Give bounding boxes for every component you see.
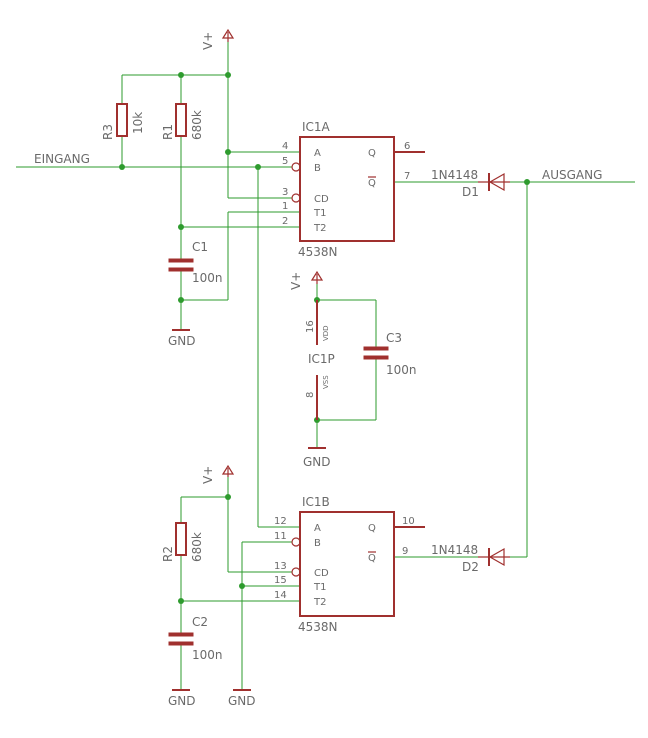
svg-text:B: B — [314, 163, 321, 174]
gnd-symbol-ic1b: GND — [228, 689, 256, 708]
svg-text:12: 12 — [274, 516, 287, 527]
net-label-input: EINGANG — [34, 152, 90, 166]
svg-text:C2: C2 — [192, 615, 208, 629]
svg-text:9: 9 — [402, 546, 408, 557]
resistor-r3: R3 10k — [101, 103, 145, 140]
capacitor-c2: C2 100n — [168, 615, 223, 662]
svg-text:100n: 100n — [386, 363, 417, 377]
gnd-symbol-ic1p: GND — [303, 447, 331, 469]
svg-text:R3: R3 — [101, 124, 115, 140]
wires — [16, 42, 635, 690]
svg-text:15: 15 — [274, 575, 287, 586]
svg-text:D2: D2 — [462, 560, 479, 574]
svg-text:Q: Q — [368, 148, 376, 159]
svg-text:Q: Q — [368, 553, 376, 564]
svg-text:7: 7 — [404, 171, 410, 182]
svg-text:V+: V+ — [201, 32, 215, 50]
ic1p: IC1P 16 VDD 8 VSS — [305, 300, 335, 420]
svg-text:13: 13 — [274, 561, 287, 572]
svg-text:16: 16 — [305, 320, 316, 333]
svg-text:R1: R1 — [161, 124, 175, 140]
svg-text:100n: 100n — [192, 271, 223, 285]
svg-text:CD: CD — [314, 194, 329, 205]
svg-text:GND: GND — [168, 334, 196, 348]
svg-text:V+: V+ — [289, 272, 303, 290]
svg-text:VDD: VDD — [322, 325, 330, 341]
svg-text:680k: 680k — [190, 110, 204, 140]
svg-text:100n: 100n — [192, 648, 223, 662]
ic1a: IC1A 4538N A B CD T1 T2 4 5 3 1 2 Q Q 6 … — [282, 120, 425, 259]
net-label-output: AUSGANG — [542, 168, 602, 182]
svg-text:GND: GND — [303, 455, 331, 469]
svg-text:R2: R2 — [161, 546, 175, 562]
svg-text:D1: D1 — [462, 185, 479, 199]
svg-text:6: 6 — [404, 141, 410, 152]
svg-text:4: 4 — [282, 141, 288, 152]
svg-text:VSS: VSS — [322, 375, 330, 389]
svg-text:10: 10 — [402, 516, 415, 527]
svg-text:CD: CD — [314, 568, 329, 579]
svg-text:14: 14 — [274, 590, 287, 601]
svg-text:4538N: 4538N — [298, 245, 338, 259]
vplus-symbol-ic1b: V+ — [201, 464, 235, 484]
svg-text:Q: Q — [368, 178, 376, 189]
svg-text:3: 3 — [282, 187, 288, 198]
svg-text:IC1B: IC1B — [302, 495, 330, 509]
svg-text:680k: 680k — [190, 532, 204, 562]
svg-text:T1: T1 — [313, 582, 326, 593]
diode-d2: 1N4148 D2 — [431, 543, 510, 574]
svg-text:IC1A: IC1A — [302, 120, 331, 134]
svg-text:C3: C3 — [386, 331, 402, 345]
svg-text:T2: T2 — [313, 597, 326, 608]
svg-text:GND: GND — [168, 694, 196, 708]
svg-text:T1: T1 — [313, 208, 326, 219]
svg-text:11: 11 — [274, 531, 287, 542]
svg-text:B: B — [314, 538, 321, 549]
gnd-symbol-c1: GND — [168, 329, 196, 348]
svg-text:GND: GND — [228, 694, 256, 708]
ic1b: IC1B 4538N A B CD T1 T2 12 11 13 15 14 Q… — [274, 495, 425, 634]
vplus-symbol-ic1p: V+ — [289, 270, 324, 290]
svg-text:2: 2 — [282, 216, 288, 227]
svg-text:1: 1 — [282, 201, 288, 212]
svg-text:T2: T2 — [313, 223, 326, 234]
vplus-symbol-top: V+ — [201, 28, 235, 50]
svg-text:8: 8 — [305, 392, 316, 398]
svg-text:10k: 10k — [131, 112, 145, 134]
svg-text:4538N: 4538N — [298, 620, 338, 634]
svg-text:V+: V+ — [201, 466, 215, 484]
svg-text:IC1P: IC1P — [308, 352, 335, 366]
capacitor-c3: C3 100n — [363, 331, 417, 377]
svg-text:1N4148: 1N4148 — [431, 168, 478, 182]
resistor-r1: R1 680k — [161, 103, 204, 140]
diode-d1: 1N4148 D1 — [431, 168, 510, 199]
svg-text:1N4148: 1N4148 — [431, 543, 478, 557]
capacitor-c1: C1 100n — [168, 240, 223, 285]
svg-text:Q: Q — [368, 523, 376, 534]
svg-text:A: A — [314, 523, 321, 534]
svg-text:A: A — [314, 148, 321, 159]
resistor-r2: R2 680k — [161, 522, 204, 562]
svg-text:5: 5 — [282, 156, 288, 167]
gnd-symbol-c2: GND — [168, 689, 196, 708]
svg-text:C1: C1 — [192, 240, 208, 254]
